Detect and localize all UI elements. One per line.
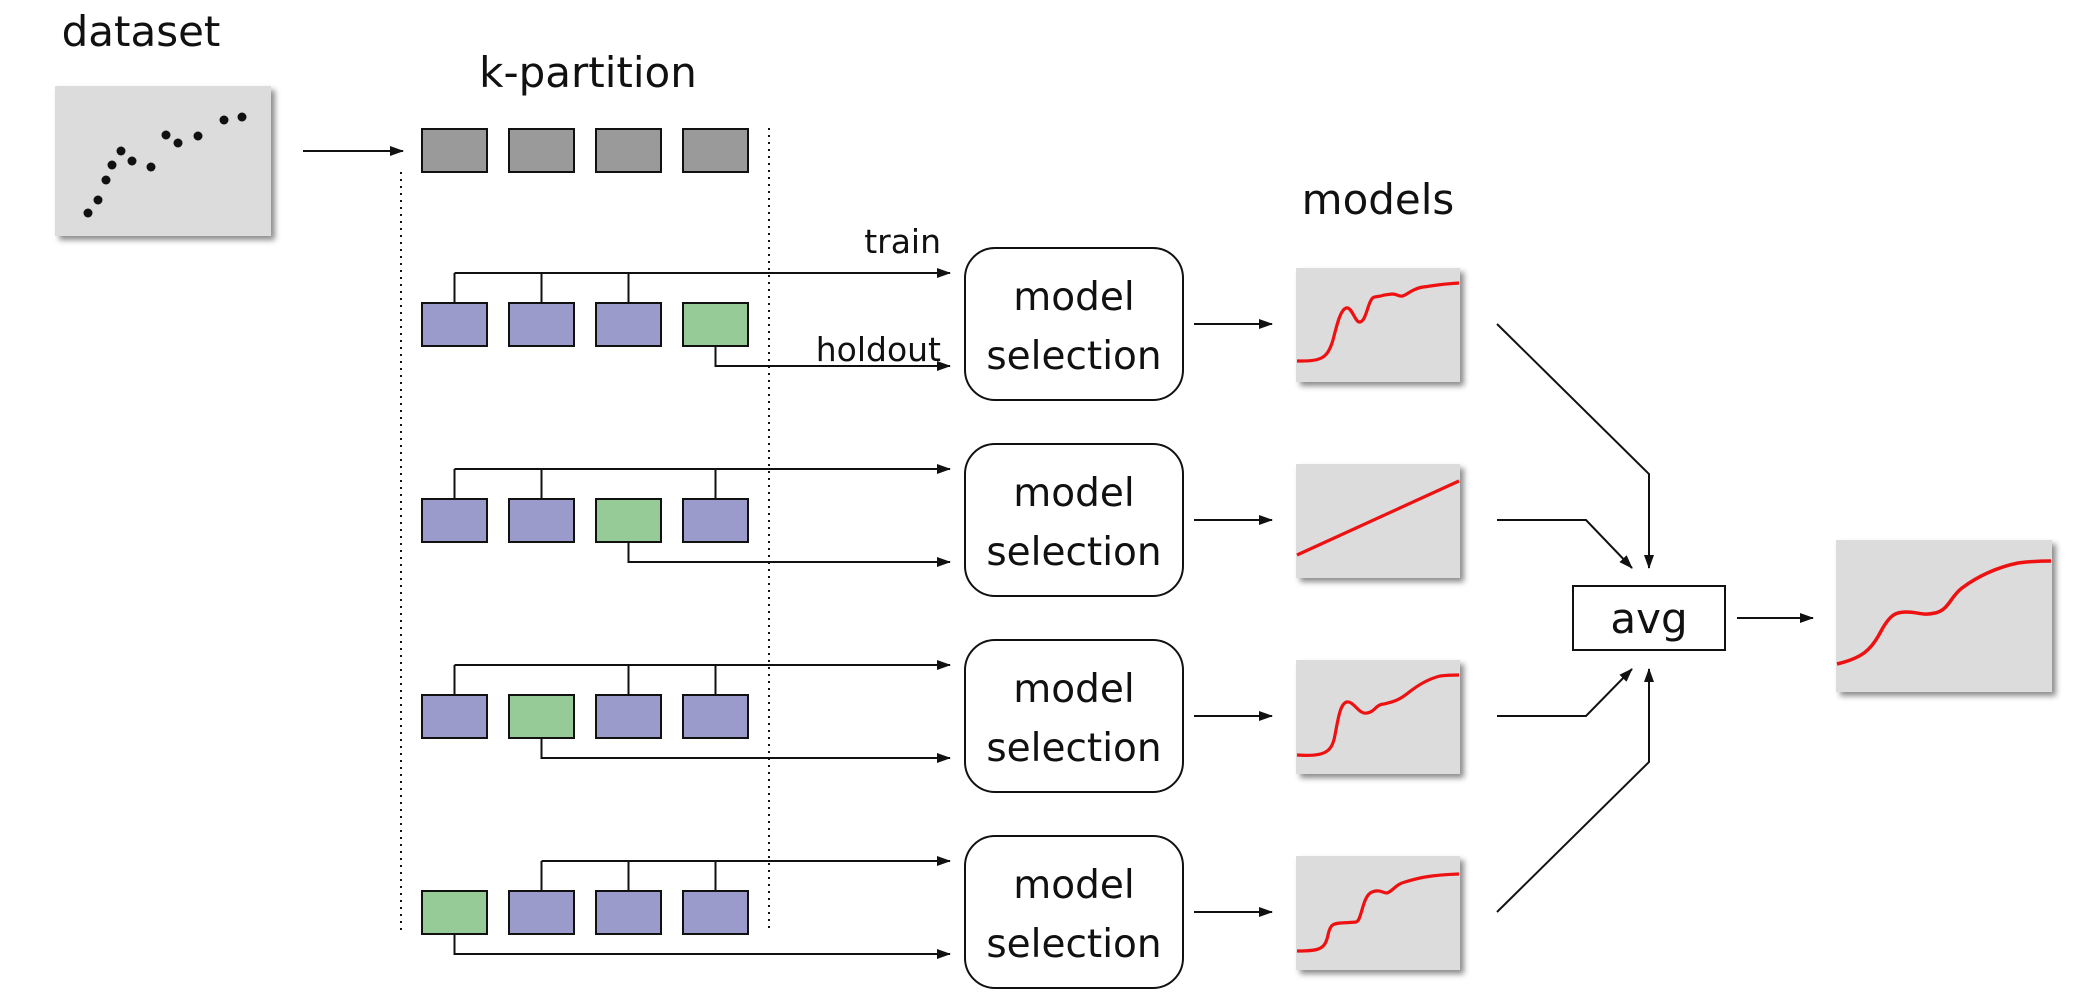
model-curve-1 [1296,281,1460,363]
holdout-connector [714,346,951,371]
model-selection-layer: model selection model selection model selecti… [964,247,1184,989]
model-panel-3 [1194,660,1460,774]
model-3-to-avg-arrow [1497,668,1633,717]
model-selection-frame [964,443,1184,597]
train-block [595,694,662,739]
model-curve-3 [1296,673,1460,758]
model-selection-line1: model [1013,275,1134,320]
train-block [421,302,488,347]
model-selection-box: model selection [964,835,1184,989]
train-block [508,498,575,543]
models-label: models [1302,175,1455,224]
final-model-panel [1836,540,2052,692]
holdout-connector [453,934,951,959]
fold-row [421,856,951,959]
holdout-connector [627,542,951,567]
train-block [682,694,749,739]
partition-row [421,128,749,173]
dataset-panel [55,86,271,236]
train-block [682,890,749,935]
model-selection-line2: selection [986,530,1161,575]
model-2-to-avg-arrow [1497,519,1633,569]
model-panel-4 [1194,856,1460,970]
model-selection-line1: model [1013,471,1134,516]
model-selection-line2: selection [986,334,1161,379]
model-selection-box: model selection [964,639,1184,793]
train-block [595,302,662,347]
model-selection-box: model selection [964,443,1184,597]
folds-layer [421,268,951,959]
train-block [421,498,488,543]
dataset-points [83,112,247,218]
model-selection-line2: selection [986,726,1161,771]
fold-row [421,464,951,567]
holdout-block [508,694,575,739]
train-block [508,890,575,935]
model-1-to-avg-arrow [1496,323,1654,569]
avg-label: avg [1610,594,1687,643]
model-curve-2 [1296,479,1460,557]
partition-block [595,128,662,173]
model-selection-frame [964,639,1184,793]
model-panel-1 [1194,268,1460,382]
model-panel-2 [1194,464,1460,578]
holdout-block [595,498,662,543]
dataset-label: dataset [62,7,221,56]
train-block [595,890,662,935]
model-selection-frame [964,247,1184,401]
train-block [508,302,575,347]
train-block [682,498,749,543]
model-selection-box: model selection [964,247,1184,401]
partition-block [421,128,488,173]
model-selection-line1: model [1013,667,1134,712]
fold-row [421,660,951,763]
model-selection-frame [964,835,1184,989]
avg-box: avg [1572,585,1726,651]
model-4-to-avg-arrow [1496,668,1654,913]
fold-row [421,268,951,371]
partition-block [508,128,575,173]
k-partition-label: k-partition [479,48,697,97]
holdout-label: holdout [816,330,941,369]
train-block [421,694,488,739]
holdout-block [421,890,488,935]
model-curve-4 [1296,872,1460,953]
train-label: train [864,222,941,261]
final-model-curve [1836,559,2052,666]
partition-block [682,128,749,173]
holdout-block [682,302,749,347]
model-selection-line1: model [1013,863,1134,908]
holdout-connector [540,738,951,763]
model-selection-line2: selection [986,922,1161,967]
